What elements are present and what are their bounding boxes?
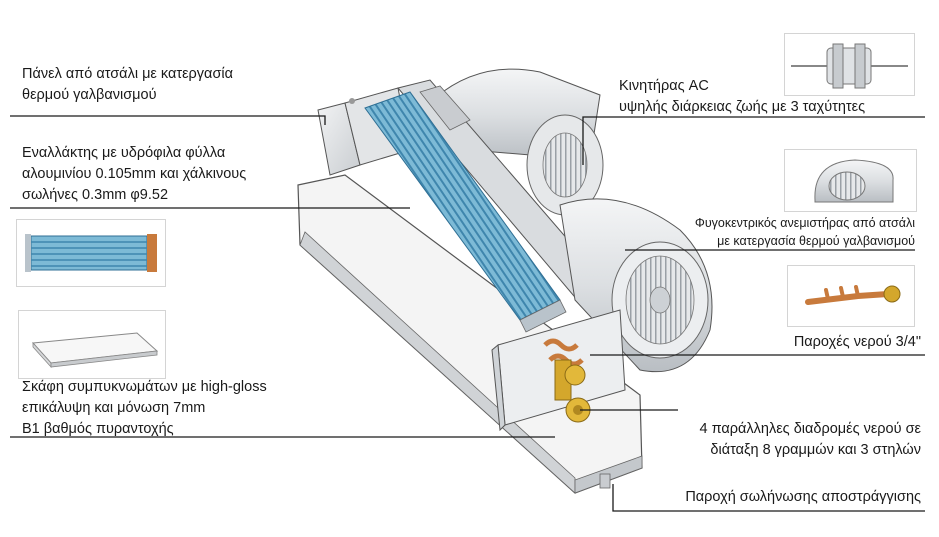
label-fan: Φυγοκεντρικός ανεμιστήρας από ατσάλι με … — [694, 216, 915, 248]
heat-exchanger-thumbnail — [16, 219, 166, 287]
blower-icon — [814, 159, 894, 203]
drain-outlet — [599, 473, 611, 489]
leader-drain-pipe — [612, 484, 925, 512]
copper-pipe-icon — [805, 285, 901, 305]
leader-panel — [10, 115, 326, 125]
leader-motor — [582, 116, 925, 165]
drain-pan-icon — [31, 332, 159, 369]
motor-thumbnail — [784, 33, 915, 96]
front-centrifugal-fan — [559, 198, 713, 373]
label-drain-pipe: Παροχή σωλήνωσης αποστράγγισης — [685, 489, 921, 505]
motor-icon — [791, 43, 908, 89]
drain-pan-thumbnail — [18, 310, 166, 379]
brass-water-connections — [543, 338, 591, 423]
label-drain-pan: Σκάφη συμπυκνωμάτων με high-gloss επικάλ… — [22, 379, 267, 437]
label-water-paths: 4 παράλληλες διαδρομές νερού σε διάταξη … — [699, 421, 922, 458]
heat-exchanger-coil — [364, 91, 567, 333]
leader-lines — [10, 115, 925, 512]
heat-exchanger-icon — [25, 234, 157, 272]
label-water-connections: Παροχές νερού 3/4" — [793, 334, 921, 350]
label-panel: Πάνελ από ατσάλι με κατεργασία θερμού γα… — [22, 66, 233, 103]
blower-thumbnail — [784, 149, 917, 212]
copper-pipe-thumbnail — [787, 265, 915, 327]
label-motor: Κινητήρας AC υψηλής διάρκειας ζωής με 3 … — [619, 78, 866, 115]
label-exchanger: Εναλλάκτης με υδρόφιλα φύλλα αλουμινίου … — [22, 145, 247, 203]
